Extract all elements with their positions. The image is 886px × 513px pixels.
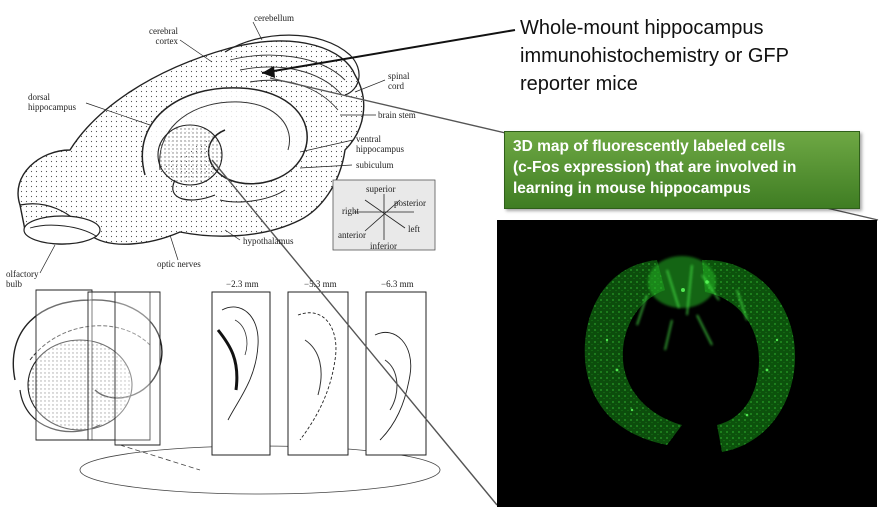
section-depth-3: −6.3 mm [381, 279, 414, 289]
label-dorsal-hippocampus: dorsal hippocampus [28, 92, 76, 112]
method-title-line-1: Whole-mount hippocampus [520, 17, 764, 39]
labeled-cells [636, 264, 748, 351]
fluorescence-image [497, 220, 877, 507]
label-subiculum: subiculum [356, 160, 394, 170]
orientation-left: left [408, 224, 420, 234]
orientation-right: right [342, 206, 359, 216]
label-brain-stem: brain stem [378, 110, 416, 120]
section-depth-1: −2.3 mm [226, 279, 259, 289]
orientation-superior: superior [366, 184, 396, 194]
orientation-box [332, 179, 436, 251]
callout-line-1: 3D map of fluorescently labeled cells [513, 138, 786, 155]
orientation-anterior: anterior [338, 230, 366, 240]
label-hypothalamus: hypothalamus [243, 236, 294, 246]
orientation-posterior: posterior [394, 198, 426, 208]
fluorescent-hippocampus [584, 256, 796, 452]
label-ventral-hippocampus: ventral hippocampus [356, 134, 404, 154]
label-leaders [39, 21, 386, 274]
section-plane-3 [365, 291, 427, 456]
olfactory-bulb-shape [23, 215, 101, 245]
method-title-line-2: immunohistochemistry or GFP [520, 45, 789, 67]
callout-line-3: learning in mouse hippocampus [513, 180, 751, 197]
method-title: Whole-mount hippocampus immunohistochemi… [520, 14, 880, 98]
callout-line-2: (c-Fos expression) that are involved in [513, 159, 797, 176]
label-cerebral-cortex: cerebral cortex [149, 26, 178, 46]
description-callout: 3D map of fluorescently labeled cells (c… [504, 131, 860, 209]
section-plane-1 [211, 291, 271, 456]
label-cerebellum: cerebellum [254, 13, 294, 23]
slice-schematic [12, 289, 441, 495]
label-spinal-cord: spinal cord [388, 71, 410, 91]
orientation-inferior: inferior [370, 241, 397, 251]
label-optic-nerves: optic nerves [157, 259, 201, 269]
method-title-line-3: reporter mice [520, 73, 638, 95]
hippocampus-shape [141, 87, 308, 203]
section-plane-2 [287, 291, 349, 456]
section-depth-2: −5.3 mm [304, 279, 337, 289]
label-olfactory-bulb: olfactory bulb [6, 269, 39, 289]
